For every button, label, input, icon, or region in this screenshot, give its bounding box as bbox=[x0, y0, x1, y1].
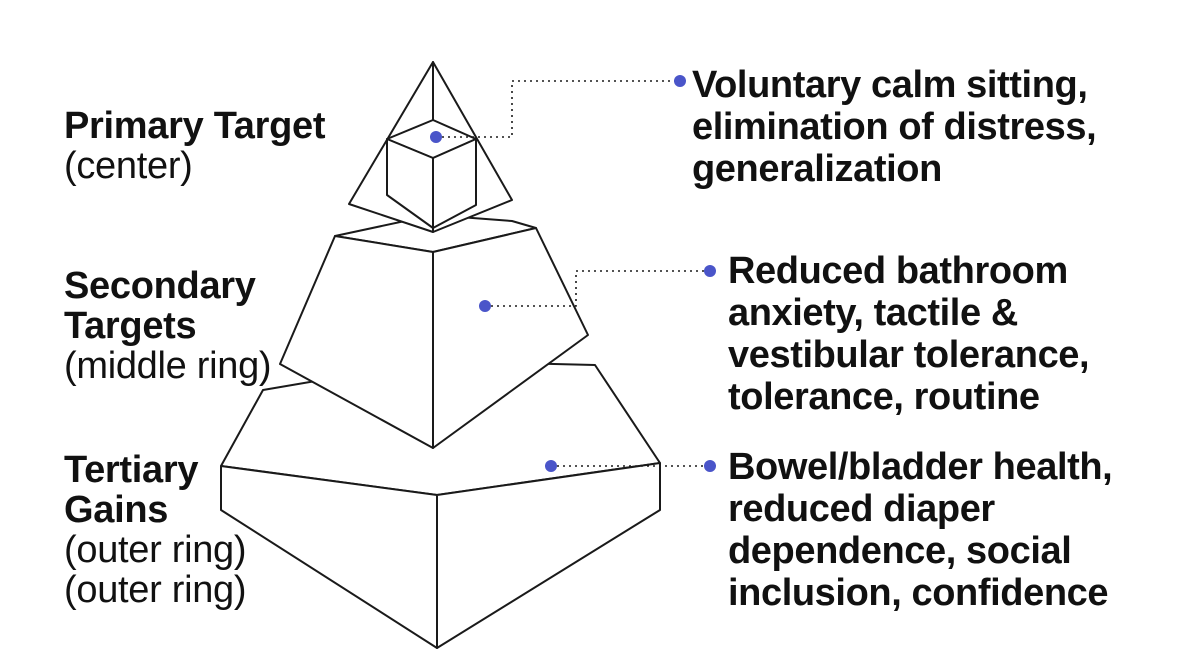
label-secondary-title-1: Secondary bbox=[64, 265, 256, 307]
label-primary-sub: (center) bbox=[64, 145, 193, 187]
label-tertiary: Tertiary Gains (outer ring) (outer ring) bbox=[64, 449, 247, 611]
description-tertiary-line-4: inclusion, confidence bbox=[728, 572, 1109, 614]
primary-leader-line bbox=[436, 80, 680, 138]
middle-ring-tier bbox=[279, 214, 589, 449]
label-primary: Primary Target (center) bbox=[64, 105, 326, 187]
description-primary-line-1: Voluntary calm sitting, bbox=[692, 64, 1088, 106]
description-primary-line-2: elimination of distress, bbox=[692, 106, 1097, 148]
description-tertiary-line-3: dependence, social bbox=[728, 530, 1072, 572]
label-tertiary-title-2: Gains bbox=[64, 489, 169, 531]
description-primary: Voluntary calm sitting, elimination of d… bbox=[692, 64, 1097, 190]
middle-ring-right-face bbox=[432, 227, 589, 449]
secondary-anchor-dot bbox=[479, 300, 491, 312]
primary-bullet-dot bbox=[674, 75, 686, 87]
description-secondary-line-1: Reduced bathroom bbox=[728, 250, 1068, 292]
primary-anchor-dot bbox=[430, 131, 442, 143]
tertiary-bullet-dot bbox=[704, 460, 716, 472]
description-secondary-line-2: anxiety, tactile & bbox=[728, 292, 1018, 334]
outer-ring-left-face bbox=[220, 465, 438, 649]
tertiary-anchor-dot bbox=[545, 460, 557, 472]
label-secondary-title-2: Targets bbox=[64, 305, 197, 347]
secondary-bullet-dot bbox=[704, 265, 716, 277]
description-tertiary-line-2: reduced diaper bbox=[728, 488, 995, 530]
description-primary-line-3: generalization bbox=[692, 148, 942, 190]
label-secondary-sub: (middle ring) bbox=[64, 345, 272, 387]
description-secondary: Reduced bathroom anxiety, tactile & vest… bbox=[728, 250, 1090, 418]
description-secondary-line-4: tolerance, routine bbox=[728, 376, 1040, 418]
secondary-leader-line bbox=[485, 270, 710, 307]
description-tertiary-line-1: Bowel/bladder health, bbox=[728, 446, 1113, 488]
center-tier bbox=[348, 61, 513, 233]
label-secondary: Secondary Targets (middle ring) bbox=[64, 265, 272, 387]
outer-ring-right-face bbox=[436, 462, 661, 649]
center-cube bbox=[386, 119, 477, 229]
cube-right-face bbox=[432, 138, 477, 229]
description-tertiary: Bowel/bladder health, reduced diaper dep… bbox=[728, 446, 1113, 614]
description-secondary-line-3: vestibular tolerance, bbox=[728, 334, 1090, 376]
label-tertiary-sub-2: (outer ring) bbox=[64, 569, 247, 611]
label-tertiary-title-1: Tertiary bbox=[64, 449, 199, 491]
label-tertiary-sub-1: (outer ring) bbox=[64, 529, 247, 571]
label-primary-title: Primary Target bbox=[64, 105, 326, 147]
